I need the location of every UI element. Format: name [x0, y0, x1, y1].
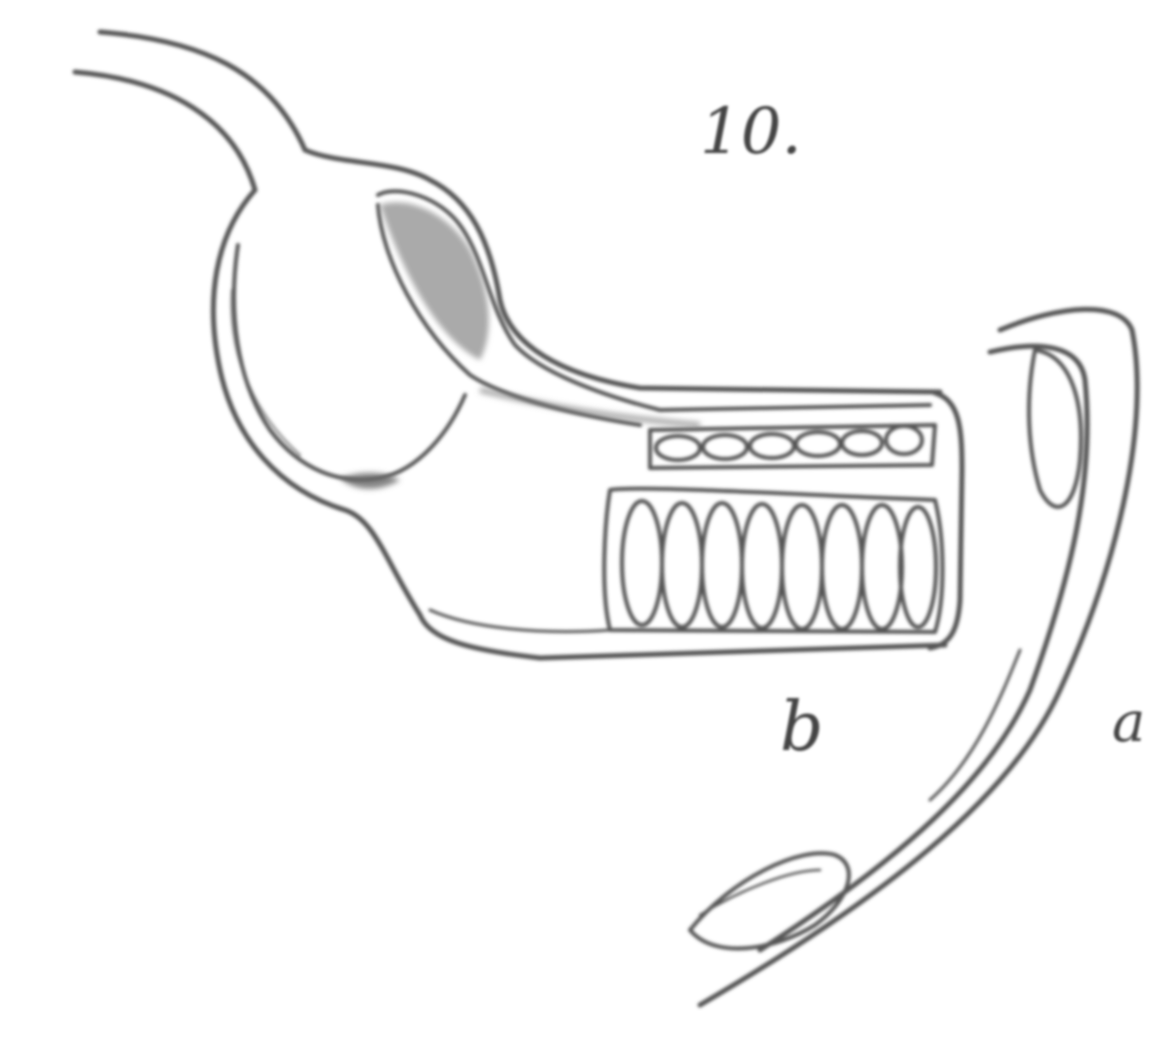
lower-cells — [622, 501, 936, 629]
label-b: b — [780, 688, 824, 767]
band-bulb — [690, 853, 849, 948]
label-a: a — [1112, 690, 1145, 755]
duct-shading — [340, 202, 700, 488]
upper-tube — [75, 32, 305, 190]
curved-band — [700, 309, 1137, 1005]
figure-number-label: 10. — [700, 95, 802, 169]
round-chamber — [213, 150, 945, 658]
